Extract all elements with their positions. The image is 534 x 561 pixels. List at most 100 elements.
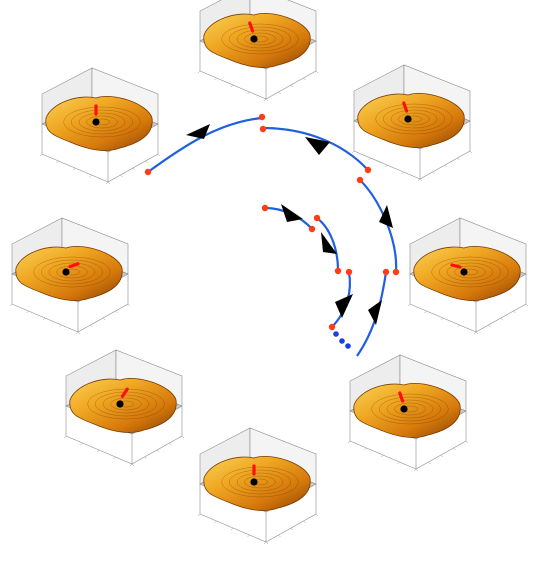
axis-tick — [407, 303, 411, 307]
axis-tick — [214, 77, 217, 81]
axis-tick — [440, 317, 444, 321]
axis-tick — [278, 91, 281, 95]
axis-tick — [127, 303, 131, 307]
axis-tick — [247, 534, 250, 538]
axis-tick — [465, 440, 469, 444]
axis-tick — [132, 167, 136, 171]
contour-line — [110, 397, 142, 411]
waypoint-dot-icon — [328, 323, 336, 331]
contour-line — [86, 115, 118, 129]
contour-line — [33, 256, 111, 288]
direction-bar — [248, 21, 255, 33]
direction-bar — [398, 391, 405, 403]
waypoint-dot-icon — [308, 225, 316, 233]
contour-line — [63, 106, 141, 138]
arrowhead-icon — [321, 232, 337, 254]
axis-tick — [415, 468, 419, 472]
outer-arc-right — [262, 126, 369, 171]
axis-tick — [197, 513, 201, 517]
contour-line — [431, 256, 509, 288]
axis-tick — [347, 440, 351, 444]
arrowhead-icon — [379, 205, 393, 228]
direction-bar — [68, 262, 80, 269]
waypoint-dot-icon — [261, 204, 269, 212]
waypoint-dot-icon — [313, 214, 321, 222]
axis-tick — [290, 527, 294, 531]
ball-marker-icon — [92, 118, 100, 126]
axis-tick — [131, 463, 135, 467]
axis-tick — [113, 456, 116, 460]
axis-tick — [303, 77, 306, 81]
gap-dot — [345, 343, 351, 349]
contour-line — [379, 396, 441, 422]
axis-tick — [440, 454, 444, 458]
axis-tick — [303, 520, 306, 524]
axis-tick — [90, 324, 93, 328]
axis-tick — [315, 513, 319, 517]
axis-tick — [120, 174, 123, 178]
gap-dots — [333, 331, 351, 349]
axis-tick — [75, 331, 79, 335]
axis-tick — [145, 160, 148, 164]
ball-marker-icon — [404, 115, 412, 123]
contour-line — [71, 109, 133, 135]
axis-tick — [77, 331, 81, 335]
axis-tick — [525, 303, 529, 307]
axis-tick — [105, 181, 109, 185]
axis-tick — [144, 456, 147, 460]
axis-tick — [39, 153, 43, 157]
arrowhead-icon — [305, 137, 330, 155]
contour-line — [244, 475, 276, 489]
axis-tick — [265, 541, 269, 545]
axis-tick — [247, 91, 250, 95]
waypoint-dot-icon — [258, 113, 266, 121]
axis-tick — [107, 181, 111, 185]
contour-line — [371, 393, 449, 425]
outer-arc-top — [147, 116, 263, 173]
axis-tick — [432, 171, 435, 175]
contour-line — [244, 32, 276, 46]
axis-tick — [129, 463, 133, 467]
surface-panel-bottom — [197, 427, 319, 545]
axis-tick — [9, 303, 13, 307]
surface-panel-lower-left — [63, 349, 185, 467]
gap-dot — [333, 331, 339, 337]
axis-tick — [475, 331, 479, 335]
waypoint-dot-icon — [356, 176, 364, 184]
axis-tick — [444, 164, 448, 168]
contour-line — [398, 112, 430, 126]
axis-tick — [230, 84, 234, 88]
arrowhead-icon — [368, 300, 382, 325]
direction-bar — [120, 387, 129, 398]
direction-bar — [450, 263, 462, 269]
contour-line — [375, 103, 453, 135]
axis-tick — [181, 435, 185, 439]
axis-tick — [368, 157, 371, 161]
contour-line — [236, 29, 284, 49]
axis-tick — [513, 310, 516, 314]
axis-tick — [424, 310, 427, 314]
axis-tick — [473, 331, 477, 335]
direction-bar — [402, 101, 409, 113]
axis-tick — [102, 317, 106, 321]
arrowhead-icon — [281, 204, 303, 222]
contour-line — [386, 399, 434, 419]
waypoint-dot-icon — [364, 166, 372, 174]
axis-tick — [457, 324, 460, 328]
surface-panels — [9, 0, 529, 545]
axis-tick — [42, 317, 46, 321]
contour-line — [383, 106, 445, 132]
waypoint-dot-icon — [144, 168, 152, 176]
axis-tick — [384, 164, 388, 168]
contour-line — [41, 259, 103, 285]
waypoint-dot-icon — [392, 268, 400, 276]
waypoint-dot-icon — [382, 268, 390, 276]
axis-tick — [59, 324, 62, 328]
ball-marker-icon — [62, 268, 70, 276]
axis-tick — [417, 178, 421, 182]
ball-marker-icon — [250, 478, 258, 486]
axis-tick — [351, 150, 355, 154]
axis-tick — [96, 449, 100, 453]
contour-line — [102, 394, 150, 414]
surface-panel-lower-right — [347, 354, 469, 472]
